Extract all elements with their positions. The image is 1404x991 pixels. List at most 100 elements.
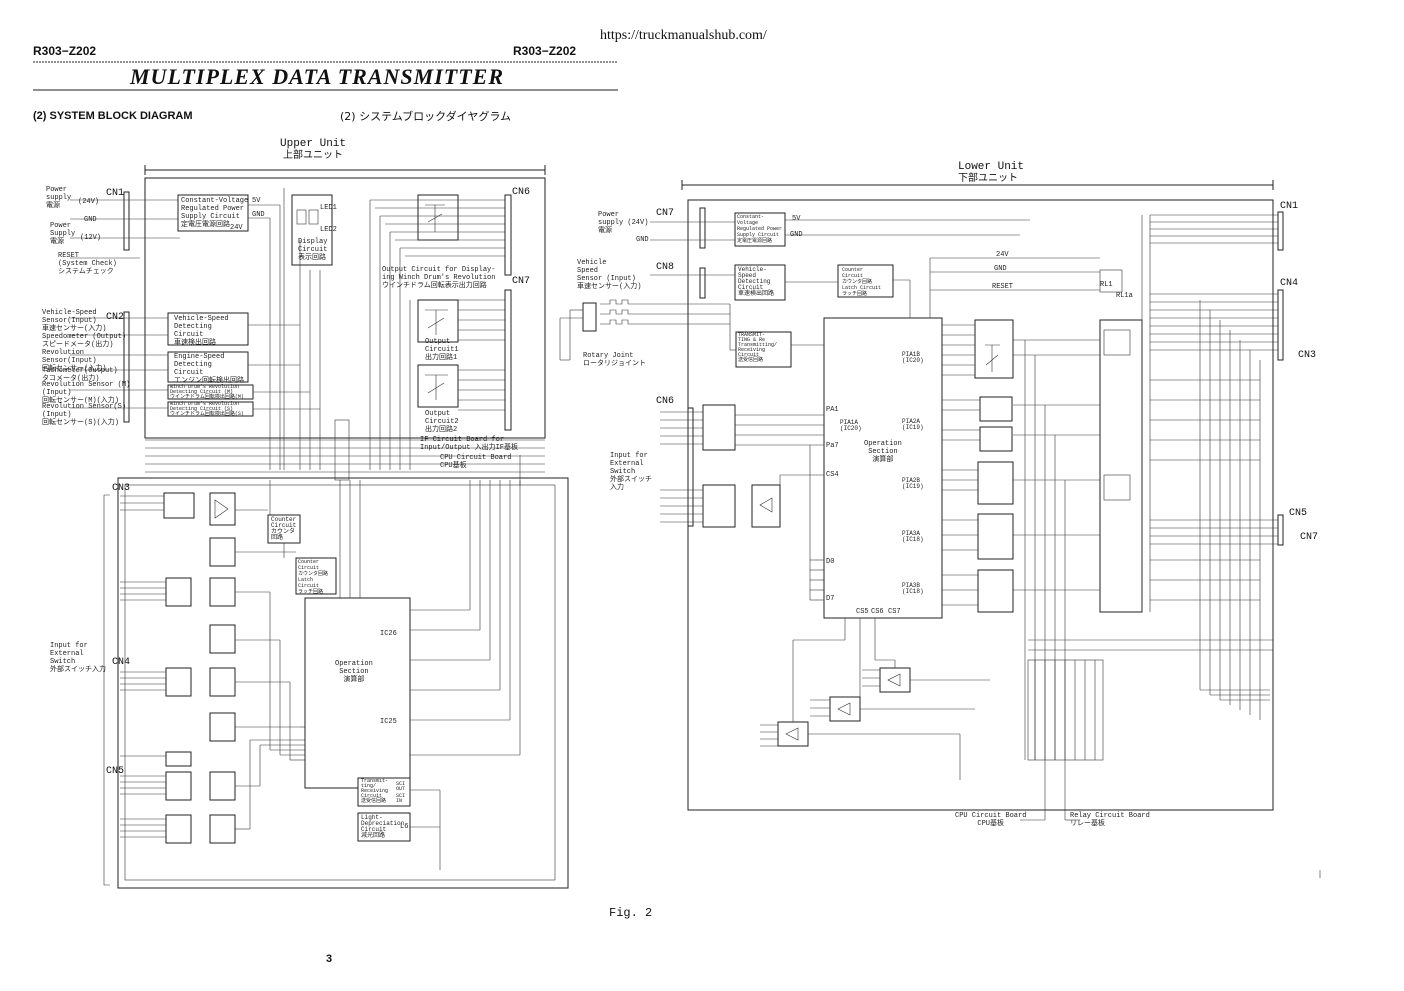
section-title-en: (2) SYSTEM BLOCK DIAGRAM [33, 110, 193, 122]
upper-cn6-bus [369, 194, 512, 470]
lower-rl1-label: RL1 [1100, 281, 1113, 289]
lower-counter-latch-block: Counter Circuit カウンタ回路 Latch Circuit ラッチ… [842, 267, 882, 297]
upper-counter-block: Counter Circuit カウンタ 回路 [271, 516, 297, 541]
lower-pa7-label: Pa7 [826, 442, 839, 450]
upper-counter-latch-block: Counter Circuit カウンタ回路 Latch Circuit ラッチ… [298, 559, 329, 595]
upper-gnd-rail-label: GND [252, 211, 265, 219]
upper-if-board-label: IF Circuit Board for Input/Output 入出力IF基… [420, 436, 519, 452]
lower-pia2b-label: PIA2B (IC19) [902, 477, 924, 490]
doc-code-left: R303−Z202 [33, 44, 97, 58]
upper-12v-label: (12V) [80, 234, 102, 242]
lower-reset-label: RESET [992, 283, 1014, 291]
lower-cn4-label: CN4 [1280, 278, 1299, 289]
lower-d0-label: D0 [826, 558, 835, 566]
upper-cn5-label: CN5 [106, 766, 125, 777]
lower-gnd-label: GND [636, 236, 649, 244]
lower-cn6-wiring [660, 407, 824, 601]
upper-24v-label: (24V) [78, 198, 100, 206]
upper-esd-block: Engine-Speed Detecting Circuit エンジン回転検出回… [174, 353, 244, 385]
upper-reset-label: RESET (System Check) システムチェック [58, 252, 117, 276]
lower-cn5-label: CN5 [1289, 508, 1308, 519]
lower-5v-label: 5V [792, 215, 801, 223]
doc-code-right: R303−Z202 [513, 44, 577, 58]
lower-gnd-rail2-label: GND [790, 231, 803, 239]
upper-sci-out-label: SCI OUT [396, 781, 406, 792]
lower-unit-title: Lower Unit 下部ユニット [958, 161, 1025, 184]
page-title: MULTIPLEX DATA TRANSMITTER [130, 64, 505, 89]
lower-vss-label: Vehicle Speed Sensor (Input) 車速センサー(入力) [577, 259, 642, 291]
upper-bus-crossing [145, 419, 545, 485]
upper-5v-label: 5V [252, 197, 261, 205]
upper-output2-block: Output Circuit2 出力回路2 [425, 410, 459, 434]
upper-vsd-block: Vehicle-Speed Detecting Circuit 車速検出回路 [174, 315, 229, 347]
page-number: 3 [326, 953, 333, 965]
lower-const-voltage-block: Constant- Voltage Regulated Power Supply… [737, 214, 783, 244]
upper-winch-s-block: Winch Drum's Revolution Detecting Circui… [170, 401, 244, 417]
lower-rotary-label: Rotary Joint ロータリジョイント [583, 352, 646, 368]
lower-right-connectors [1141, 211, 1284, 720]
lower-gnd-rail-label: GND [994, 265, 1007, 273]
upper-cn2-lines [70, 311, 168, 423]
upper-cn2-label: CN2 [106, 312, 125, 323]
lower-cn7-label: CN7 [656, 208, 675, 219]
lower-relay-board-label: Relay Circuit Board リレー基板 [1070, 812, 1150, 828]
upper-transmit-block: Transmit- ting/ Receiving Circuit 送受信回路 [361, 778, 389, 804]
lower-cn8-label: CN8 [656, 262, 675, 273]
lower-transmit-block: TRANSMIT- TING & Re Transmitting/ Receiv… [738, 332, 778, 363]
lower-ext-switch-label: Input for External Switch 外部スイッチ 入力 [610, 452, 652, 492]
upper-cn4-label: CN4 [112, 657, 131, 668]
upper-light-dep-block: Light- Depreciation Circuit 減光回路 [361, 814, 405, 839]
lower-cs6-label: CS6 [871, 608, 884, 616]
lower-power-label: Power supply (24V) 電源 [598, 211, 649, 235]
upper-lower-wiring [120, 480, 521, 870]
upper-rev-m-label: Revolution Sensor (M) (Input) 回転センサー(M)(… [42, 381, 131, 405]
upper-led1-label: LED1 [320, 204, 337, 212]
upper-unit-frame [117, 165, 569, 889]
lower-operation-block: Operation Section 演算部 [864, 440, 902, 464]
upper-rev-in-label: Revolution Sensor(Input) 回転センサー(入力) [42, 349, 107, 373]
lower-gate-wiring [760, 618, 990, 780]
upper-ic25-label: IC25 [380, 718, 397, 726]
upper-display-block: Display Circuit 表示回路 [298, 238, 328, 262]
upper-const-voltage-block: Constant-Voltage Regulated Power Supply … [181, 197, 249, 229]
upper-sci-in-label: SCI IN [396, 793, 406, 804]
lower-bottom-cables [1020, 639, 1273, 821]
upper-power-12-label: Power Supply 電源 [50, 222, 76, 246]
lower-pa1-label: PA1 [826, 406, 839, 414]
lower-24v-label: 24V [996, 251, 1009, 259]
upper-l6-label: L6 [400, 823, 409, 831]
lower-cn6-label: CN6 [656, 396, 675, 407]
lower-pia3b-label: PIA3B (IC18) [902, 582, 924, 595]
lower-pia1a-label: PIA1A (IC20) [840, 419, 862, 432]
upper-power-24-label: Power supply 電源 [46, 186, 72, 210]
upper-rev-s-label: Revolution Sensor(S) (Input) 回転センサー(S)(入… [42, 403, 127, 427]
upper-cn1-lines [70, 191, 180, 259]
lower-cn3-label: CN3 [1298, 350, 1317, 361]
lower-cs7-label: CS7 [888, 608, 901, 616]
upper-cn7-label: CN7 [512, 276, 531, 287]
upper-led2-label: LED2 [320, 226, 337, 234]
lower-pia3a-label: PIA3A (IC18) [902, 530, 924, 543]
section-title-jp: (2) システムブロックダイヤグラム [340, 110, 511, 123]
upper-speedo-label: Speedometer (Output) スピードメータ(出力) [42, 333, 127, 349]
lower-d7-label: D7 [826, 595, 835, 603]
upper-unit-title: Upper Unit 上部ユニット [280, 138, 347, 161]
lower-rl1a-label: RL1a [1116, 292, 1133, 300]
upper-24v-rail-label: 24V [230, 224, 243, 232]
upper-cn6-label: CN6 [512, 187, 531, 198]
upper-cpu-board-label: CPU Circuit Board CPU基板 [440, 454, 512, 470]
lower-pia1b-label: PIA1B (IC20) [902, 351, 924, 364]
upper-cn1-label: CN1 [106, 188, 125, 199]
lower-cpu-board-label: CPU Circuit Board CPU基板 [955, 812, 1027, 828]
upper-ic26-label: IC26 [380, 630, 397, 638]
upper-vss-label: Vehicle-Speed Sensor(Input) 車速センサー(入力) [42, 309, 107, 333]
lower-pia-wiring [942, 324, 1100, 760]
upper-tacho-label: Tachometer(Output) タコメータ(出力) [42, 367, 118, 383]
lower-cn7b-label: CN7 [1300, 532, 1319, 543]
upper-output-display-block: Output Circuit for Display- ing Winch Dr… [382, 266, 496, 290]
upper-gnd-label: GND [84, 216, 97, 224]
figure-caption: Fig. 2 [609, 906, 653, 920]
lower-vsd-block: Vehicle- Speed Detecting Circuit 車速検出回路 [738, 266, 775, 297]
lower-cs5-label: CS5 [856, 608, 869, 616]
upper-operation-block: Operation Section 演算部 [335, 660, 373, 684]
